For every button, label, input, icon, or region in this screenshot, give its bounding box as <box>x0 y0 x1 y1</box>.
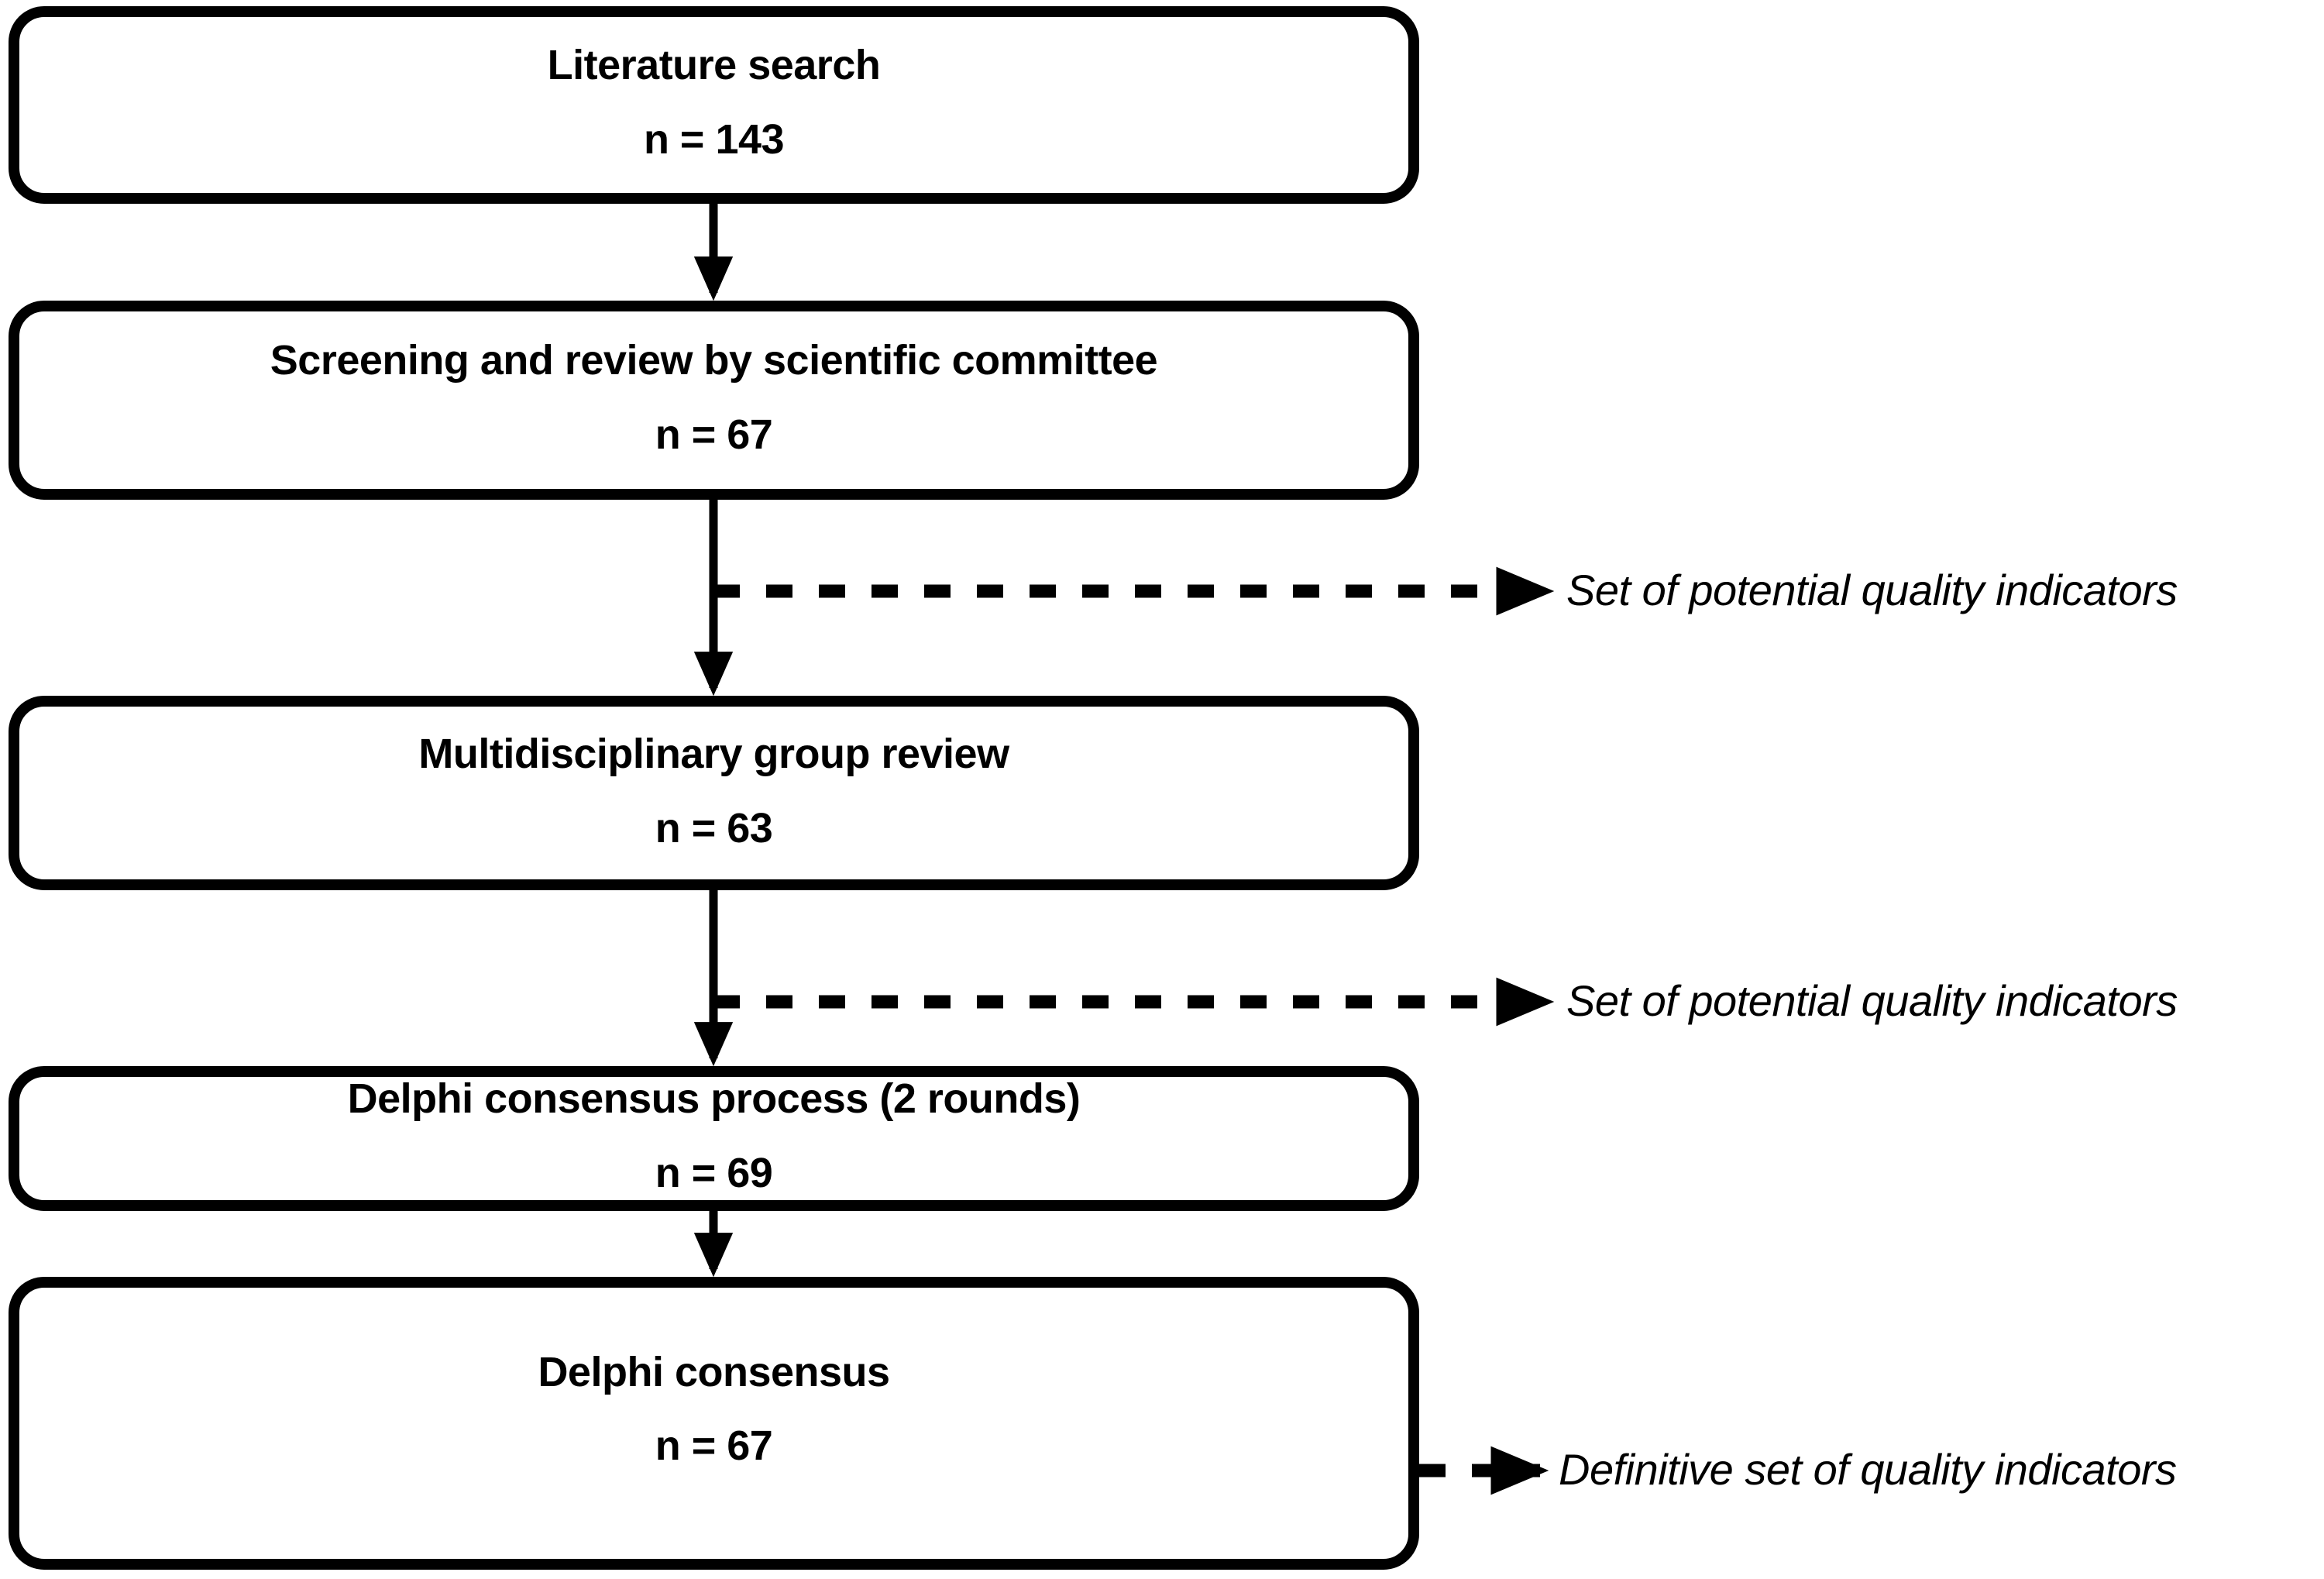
node-count: n = 67 <box>655 411 773 458</box>
node-count: n = 63 <box>655 804 773 851</box>
node-literature-search[interactable]: Literature search n = 143 <box>9 6 1419 204</box>
node-title: Delphi consensus <box>538 1348 890 1395</box>
branch-label-definitive-indicators: Definitive set of quality indicators <box>1559 1445 2177 1494</box>
node-count: n = 67 <box>655 1422 773 1469</box>
node-delphi-consensus[interactable]: Delphi consensus n = 67 <box>9 1277 1419 1570</box>
node-title: Multidisciplinary group review <box>418 731 1009 778</box>
node-multidisciplinary-review[interactable]: Multidisciplinary group review n = 63 <box>9 696 1419 890</box>
node-count: n = 143 <box>643 115 785 163</box>
node-title: Literature search <box>547 42 881 89</box>
branch-label-potential-indicators-2: Set of potential quality indicators <box>1566 976 2178 1025</box>
node-delphi-consensus-process[interactable]: Delphi consensus process (2 rounds) n = … <box>9 1066 1419 1211</box>
branch-label-potential-indicators-1: Set of potential quality indicators <box>1566 566 2178 614</box>
node-title: Screening and review by scientific commi… <box>270 337 1158 384</box>
node-screening-review[interactable]: Screening and review by scientific commi… <box>9 301 1419 500</box>
node-title: Delphi consensus process (2 rounds) <box>347 1075 1081 1123</box>
node-count: n = 69 <box>655 1149 773 1196</box>
